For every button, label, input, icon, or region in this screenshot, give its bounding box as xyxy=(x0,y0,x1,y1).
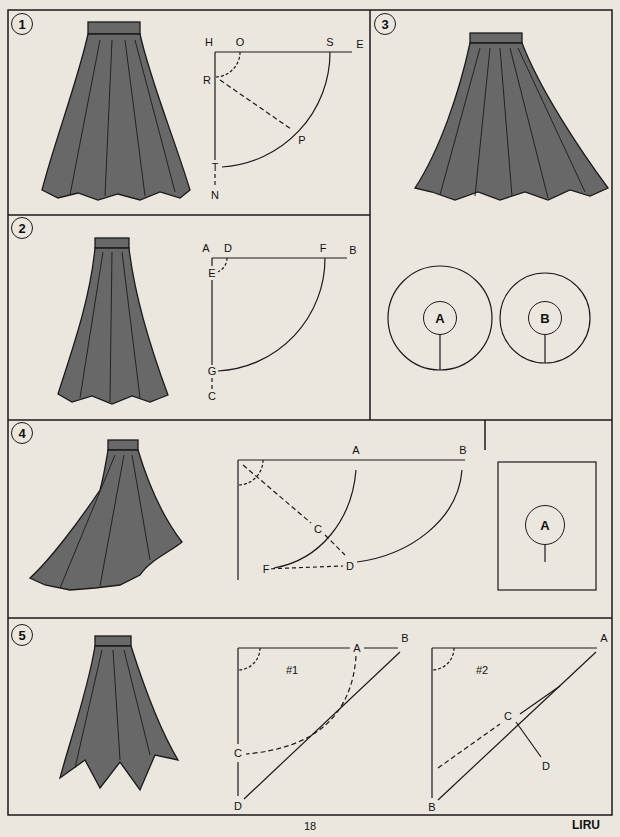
point-label: T xyxy=(210,161,221,174)
point-label: C xyxy=(502,710,514,723)
panel-number: 4 xyxy=(11,422,33,444)
point-label: P xyxy=(296,134,307,147)
point-label: D xyxy=(344,560,356,573)
node-text: 5 xyxy=(18,629,25,642)
point-label: A xyxy=(200,242,211,255)
panel-number: 5 xyxy=(11,624,33,646)
point-label: O xyxy=(234,36,247,49)
node-text: 2 xyxy=(18,222,25,235)
circle-label: B xyxy=(528,301,562,335)
point-label: C xyxy=(232,747,244,760)
point-label: R xyxy=(201,74,213,87)
page-number: 18 xyxy=(302,820,318,833)
point-label: S xyxy=(324,36,335,49)
point-label: A xyxy=(351,642,362,655)
node-text: A xyxy=(435,312,444,325)
circle-label: A xyxy=(525,505,565,545)
point-label: F xyxy=(261,563,272,576)
point-label: B xyxy=(347,244,358,257)
point-label: E xyxy=(206,267,217,280)
point-label: G xyxy=(206,365,219,378)
node-text: B xyxy=(540,312,549,325)
point-label: B xyxy=(457,444,468,457)
node-text: 3 xyxy=(381,18,388,31)
point-label: F xyxy=(318,242,329,255)
watermark: LIRU xyxy=(570,818,602,832)
point-label: #1 xyxy=(284,664,300,677)
point-label: B xyxy=(426,801,437,814)
panel-number: 1 xyxy=(11,13,33,35)
node-text: A xyxy=(540,519,549,532)
point-label: D xyxy=(232,800,244,813)
point-label: A xyxy=(350,444,361,457)
panel-number: 2 xyxy=(11,217,33,239)
skirt-folds xyxy=(60,40,585,768)
panel-frames xyxy=(8,10,612,815)
point-label: N xyxy=(209,189,221,202)
circle-label: A xyxy=(423,301,457,335)
point-label: D xyxy=(540,760,552,773)
point-label: #2 xyxy=(474,664,490,677)
point-label: C xyxy=(312,523,324,536)
node-text: 1 xyxy=(18,18,25,31)
point-label: H xyxy=(203,36,215,49)
node-text: 4 xyxy=(18,427,25,440)
pattern-lines xyxy=(212,52,597,800)
point-label: E xyxy=(354,38,365,51)
point-label: A xyxy=(598,632,609,645)
panel-number: 3 xyxy=(374,13,396,35)
point-label: D xyxy=(222,242,234,255)
point-label: C xyxy=(206,390,218,403)
skirt-drawings xyxy=(30,22,608,790)
point-label: B xyxy=(399,632,410,645)
